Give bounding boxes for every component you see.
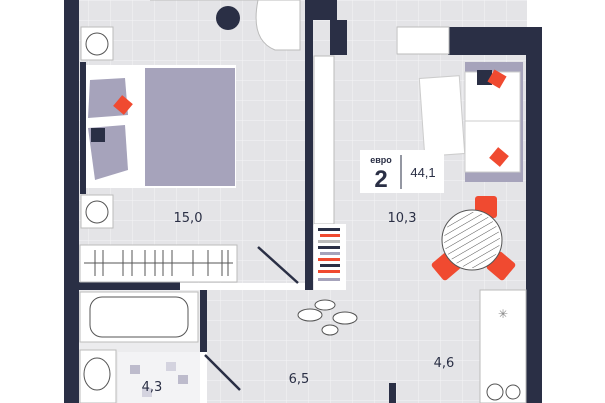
- badge-type: евро: [370, 155, 392, 165]
- room-area-kitchen: 4,6: [434, 356, 455, 371]
- room-area-bath: 4,3: [142, 380, 163, 395]
- bathtub-icon: [79, 291, 199, 343]
- badge-rooms: 2: [374, 166, 387, 193]
- bookshelf-icon: [314, 224, 346, 290]
- dining-table-icon: [431, 196, 516, 281]
- door-icons: [204, 246, 299, 391]
- plant-icon: [297, 299, 358, 336]
- nightstand-icon: [80, 26, 114, 229]
- walls: [64, 0, 542, 403]
- floor-hall: [207, 290, 527, 403]
- room-area-bedroom: 15,0: [174, 211, 203, 226]
- rug: [418, 75, 466, 157]
- room-area-hall: 6,5: [289, 372, 310, 387]
- stove-icon: [486, 383, 504, 401]
- sofa-icon: [464, 62, 523, 182]
- badge-total-area: 44,1: [410, 165, 435, 180]
- wardrobe-icon: [79, 244, 238, 283]
- room-area-living: 10,3: [388, 211, 417, 226]
- tv-stand: [396, 26, 450, 55]
- bed-icon: [80, 62, 236, 194]
- kitchen-counter: ✳: [479, 289, 527, 403]
- shelf-unit: [313, 55, 335, 225]
- sink-icon: [79, 349, 117, 403]
- bath-mosaic: [118, 352, 200, 403]
- desk: [150, 0, 301, 51]
- desk-chair-icon: [216, 6, 240, 30]
- apartment-badge: евро 2 44,1: [360, 150, 444, 193]
- svg-text:✳: ✳: [498, 307, 508, 321]
